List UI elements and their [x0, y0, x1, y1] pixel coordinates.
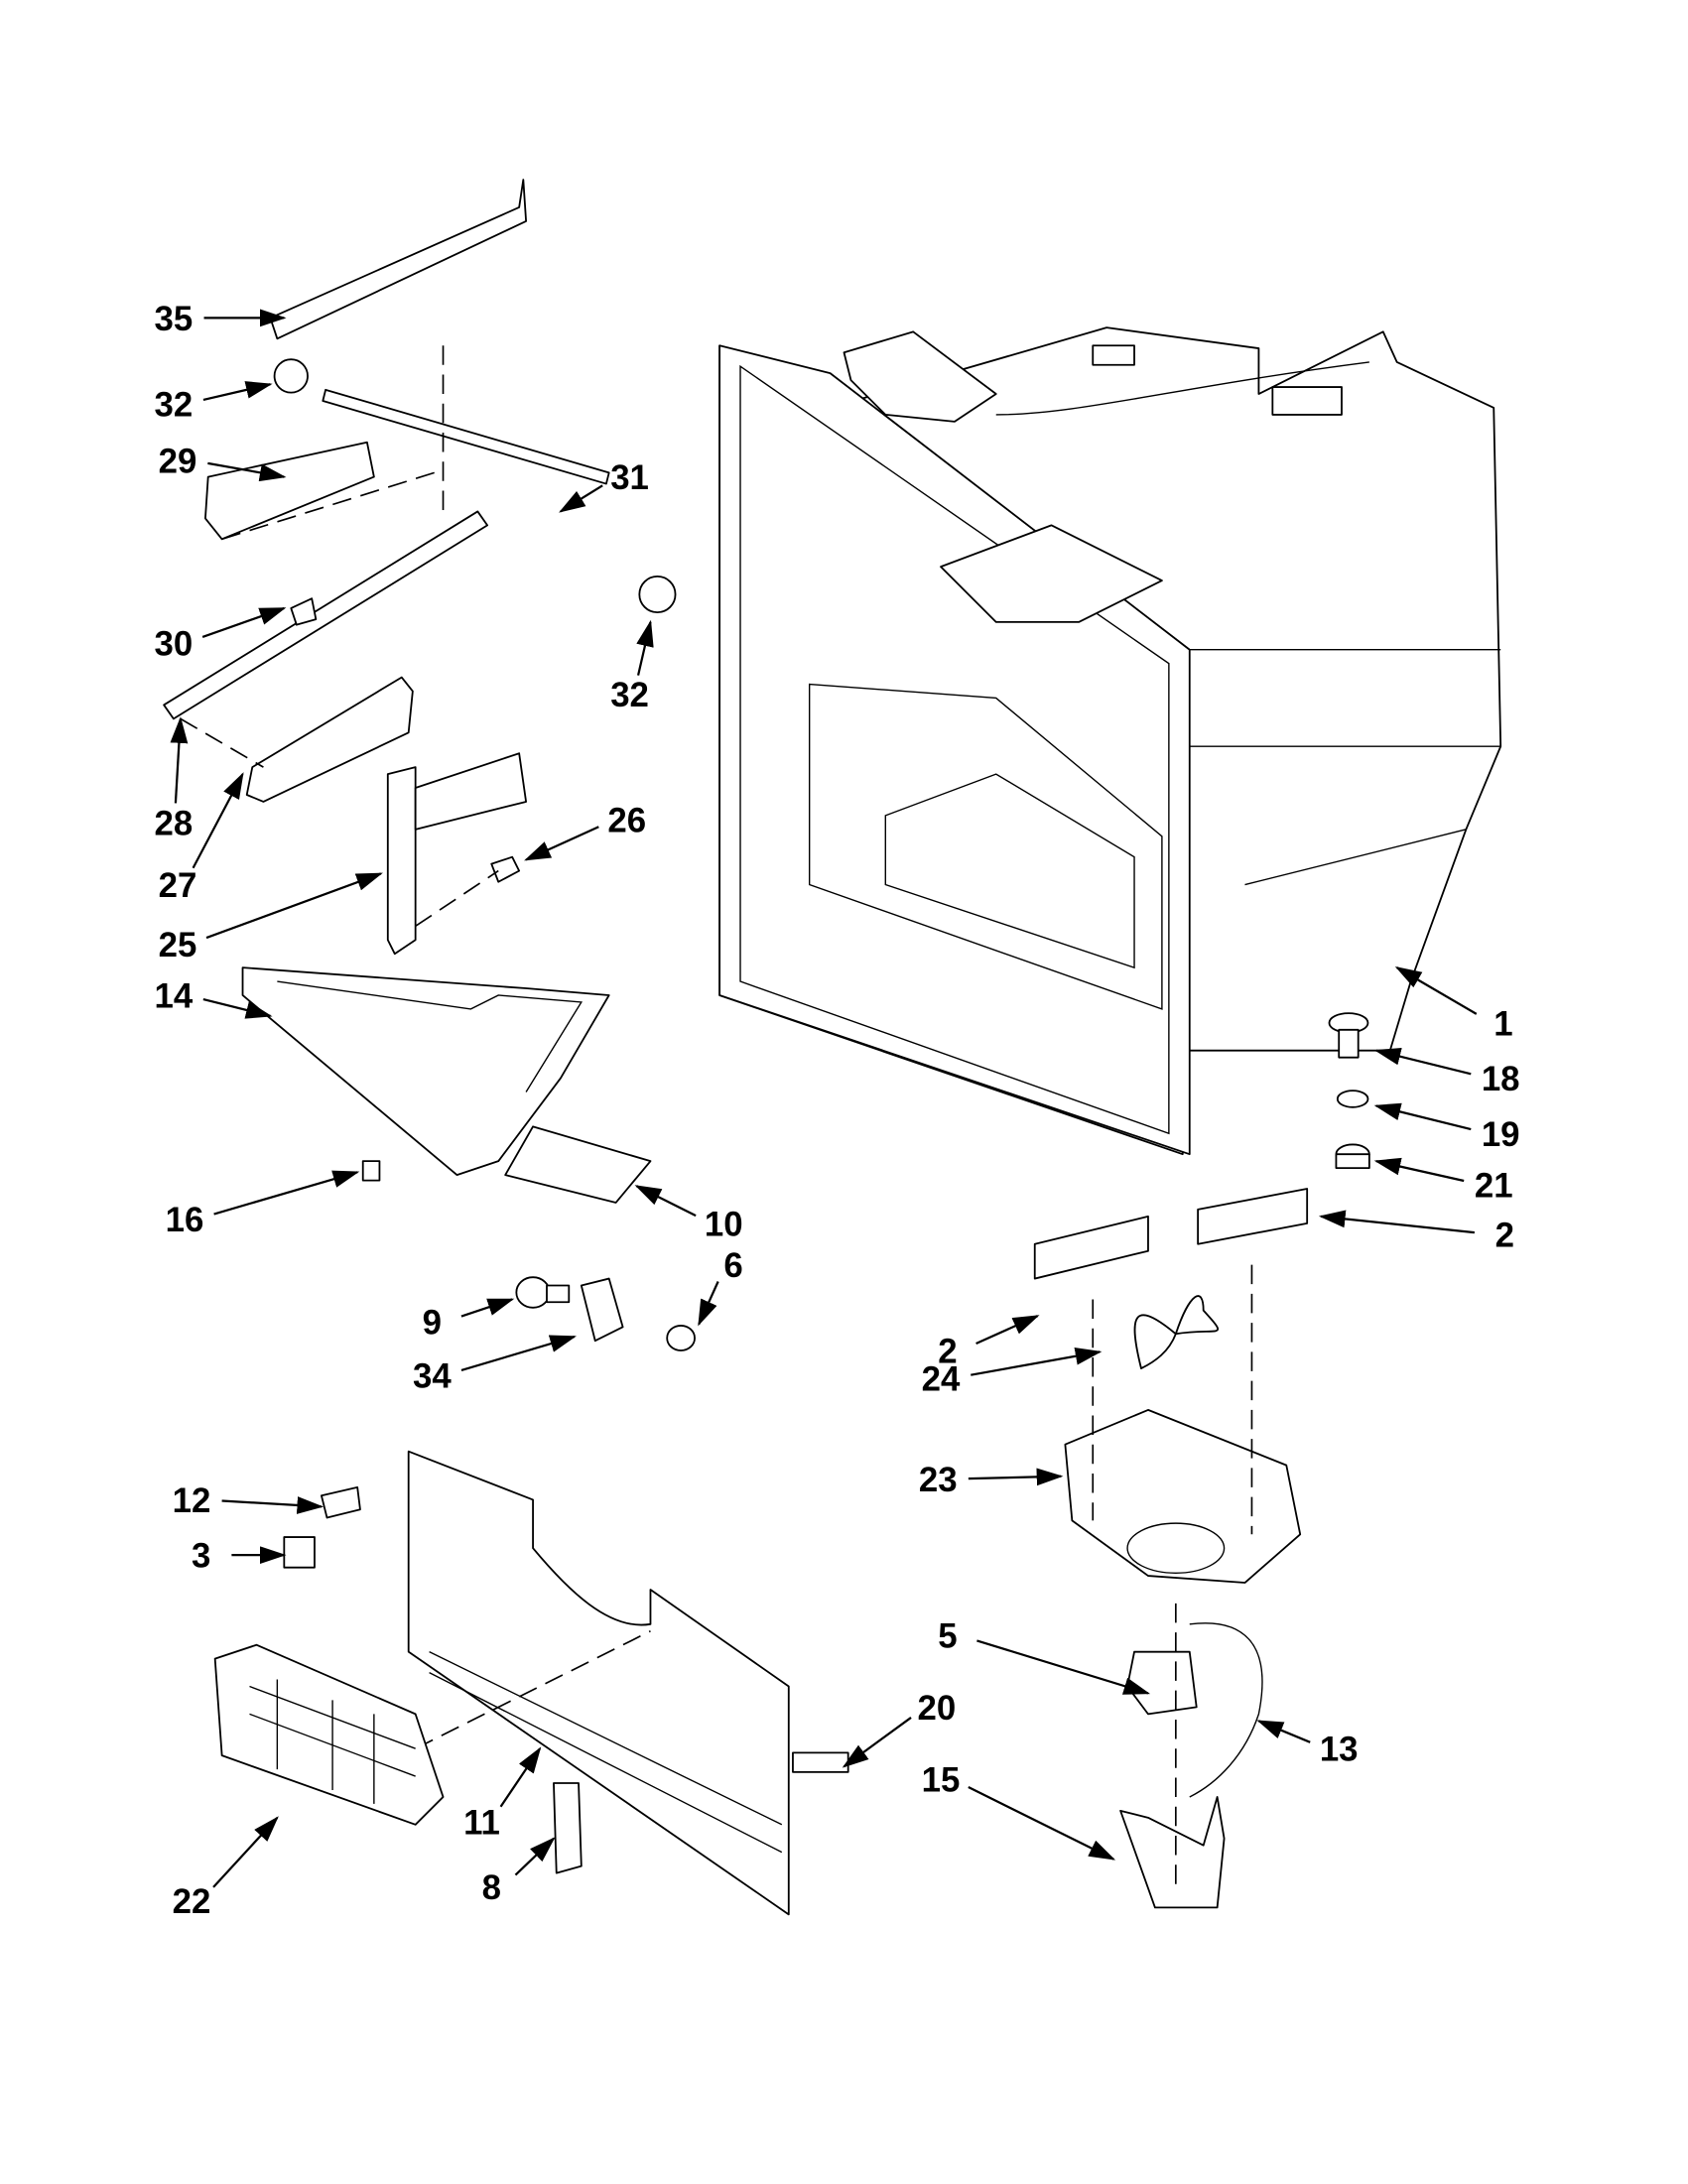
- leader-arrow: [213, 1170, 360, 1216]
- callout-part-25: 25: [159, 926, 197, 964]
- callout-part-2: 2: [1495, 1217, 1514, 1255]
- leader-arrow: [976, 1639, 1151, 1695]
- callout-part-8: 8: [482, 1868, 501, 1907]
- callout-part-12: 12: [173, 1481, 211, 1520]
- callout-part-2: 2: [938, 1333, 957, 1371]
- leader-arrow: [201, 606, 287, 638]
- leader-arrow: [1394, 966, 1478, 1015]
- callout-part-27: 27: [159, 866, 197, 905]
- leader-arrow: [559, 484, 603, 513]
- leader-arrow: [1373, 1102, 1472, 1131]
- leader-arrow: [207, 461, 287, 482]
- leader-arrow: [975, 1315, 1040, 1346]
- callout-part-15: 15: [922, 1760, 961, 1799]
- leader-arrow: [524, 826, 599, 861]
- leader-arrow: [192, 772, 244, 869]
- callout-part-35: 35: [155, 300, 194, 338]
- leader-arrow: [636, 619, 654, 676]
- bin-parts-18-19-21: [1328, 1012, 1370, 1170]
- callout-part-21: 21: [1475, 1166, 1513, 1205]
- callout-part-19: 19: [1482, 1115, 1520, 1154]
- callout-part-34: 34: [413, 1357, 452, 1396]
- leader-arrow: [1318, 1210, 1475, 1234]
- rear-panel-part-11: [213, 1450, 849, 1916]
- callout-part-16: 16: [166, 1201, 204, 1239]
- leader-arrow: [514, 1837, 556, 1876]
- callout-part-22: 22: [173, 1882, 211, 1921]
- leader-arrow: [460, 1335, 577, 1372]
- callout-part-31: 31: [610, 458, 649, 497]
- leader-arrow: [205, 872, 383, 940]
- light-socket-parts: [515, 1276, 696, 1351]
- callout-part-26: 26: [607, 802, 646, 840]
- callout-part-29: 29: [159, 442, 197, 480]
- leader-arrow: [499, 1746, 542, 1808]
- callout-part-30: 30: [155, 624, 194, 663]
- callout-part-9: 9: [423, 1303, 442, 1342]
- leader-arrow: [1373, 1047, 1472, 1076]
- callout-part-32: 32: [155, 385, 194, 424]
- callout-part-6: 6: [723, 1246, 742, 1285]
- callout-part-11: 11: [463, 1804, 500, 1843]
- leader-arrow: [202, 381, 273, 402]
- leader-arrow: [1373, 1157, 1465, 1183]
- leader-arrow: [202, 997, 273, 1019]
- leader-arrow: [1256, 1720, 1311, 1743]
- callout-part-13: 13: [1320, 1731, 1359, 1769]
- callout-part-24: 24: [922, 1359, 961, 1398]
- callout-part-10: 10: [705, 1205, 743, 1243]
- callout-part-3: 3: [192, 1537, 210, 1576]
- leader-arrow: [221, 1496, 325, 1514]
- leader-arrow: [842, 1717, 912, 1768]
- leader-arrow: [634, 1185, 697, 1218]
- callout-part-5: 5: [938, 1617, 957, 1656]
- leader-arrow: [170, 716, 189, 804]
- tray-cover-part-14: [241, 966, 652, 1204]
- callout-part-18: 18: [1482, 1060, 1520, 1098]
- slide-rail-assembly: [163, 179, 677, 956]
- callout-part-20: 20: [917, 1689, 956, 1728]
- leader-arrow: [460, 1298, 515, 1318]
- leader-arrow: [698, 1281, 719, 1327]
- evaporator-fan-assembly: [1033, 1188, 1309, 1909]
- callout-part-23: 23: [919, 1461, 958, 1499]
- freezer-bin-part-1: [718, 326, 1502, 1156]
- leader-arrow: [968, 1786, 1116, 1861]
- leader-arrow: [971, 1347, 1103, 1376]
- callout-part-28: 28: [155, 804, 194, 842]
- callout-part-14: 14: [155, 977, 194, 1016]
- callout-part-1: 1: [1493, 1004, 1512, 1043]
- callout-part-32: 32: [610, 676, 649, 714]
- leader-arrow: [968, 1468, 1064, 1486]
- leader-arrow: [212, 1816, 279, 1888]
